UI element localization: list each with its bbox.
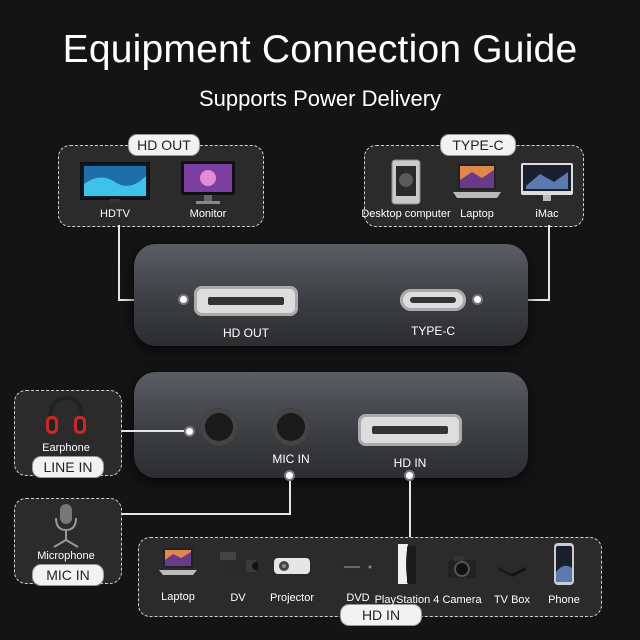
hd-in-laptop-label: Laptop	[161, 591, 195, 603]
camera-device: Camera	[442, 552, 482, 606]
hd-in-port-label: HD IN	[393, 456, 427, 470]
line-in-jack[interactable]	[200, 408, 238, 446]
tv-box-label: TV Box	[493, 594, 531, 606]
laptop-device-top: Laptop	[452, 162, 502, 222]
microphone-icon	[53, 504, 79, 548]
line-in-tag: LINE IN	[32, 456, 104, 478]
monitor-label: Monitor	[189, 208, 227, 220]
projector-icon	[274, 558, 310, 574]
dvd-player-icon	[339, 563, 377, 572]
phone-device: Phone	[548, 542, 580, 606]
dvd-device: DVD	[338, 560, 378, 606]
mic-in-jack[interactable]	[272, 408, 310, 446]
line-in-connector-dot	[184, 426, 195, 437]
mic-in-tag: MIC IN	[32, 564, 104, 586]
hd-in-connector-dot	[404, 470, 415, 481]
desktop-computer-icon	[391, 159, 421, 205]
hd-out-connector-dot	[178, 294, 189, 305]
page-subtitle: Supports Power Delivery	[198, 86, 442, 111]
phone-icon	[554, 543, 574, 585]
hdtv-device: HDTV	[80, 162, 150, 222]
playstation-icon	[398, 544, 416, 584]
camcorder-icon	[220, 552, 258, 574]
laptop-icon	[159, 548, 197, 575]
adapter-top-side: HD OUT TYPE-C	[134, 244, 528, 346]
hdtv-icon	[80, 162, 150, 203]
hd-out-port[interactable]	[194, 286, 298, 316]
dvd-label: DVD	[346, 592, 370, 604]
hd-out-port-label: HD OUT	[223, 326, 269, 340]
projector-label: Projector	[269, 592, 315, 604]
microphone-label: Microphone	[37, 550, 95, 562]
hd-in-tag: HD IN	[340, 604, 422, 626]
typec-connector-vertical	[548, 225, 550, 301]
microphone-device: Microphone	[37, 502, 95, 562]
mic-in-port-label: MIC IN	[272, 452, 310, 466]
imac-label: iMac	[535, 208, 559, 220]
desktop-computer-device: Desktop computer	[361, 158, 451, 222]
adapter-bottom-side: MIC IN HD IN	[134, 372, 528, 478]
desktop-computer-label: Desktop computer	[361, 208, 451, 220]
hd-in-panel	[138, 537, 602, 617]
tv-box-icon	[498, 560, 526, 577]
monitor-icon	[181, 161, 235, 204]
typec-port[interactable]	[400, 289, 466, 311]
playstation-device: PlayStation 4	[375, 542, 439, 606]
imac-device: iMac	[520, 162, 574, 222]
dv-device: DV	[218, 548, 258, 606]
phone-label: Phone	[548, 594, 580, 606]
projector-device: Projector	[270, 552, 314, 606]
hdtv-label: HDTV	[100, 208, 130, 220]
typec-connector-dot	[472, 294, 483, 305]
earphone-label: Earphone	[42, 442, 90, 454]
camera-icon	[448, 556, 476, 578]
mic-in-connector-horizontal	[122, 513, 291, 515]
hd-in-port[interactable]	[358, 414, 462, 446]
tv-box-device: TV Box	[494, 558, 530, 606]
hd-in-laptop-device: Laptop	[158, 546, 198, 604]
typec-port-label: TYPE-C	[410, 324, 455, 338]
monitor-device: Monitor	[180, 160, 236, 222]
mic-in-connector-vertical	[289, 481, 291, 515]
mic-in-connector-dot	[284, 470, 295, 481]
earphone-device: Earphone	[42, 394, 90, 454]
dv-label: DV	[230, 592, 246, 604]
hd-in-connector	[409, 481, 411, 537]
laptop-icon	[453, 164, 501, 198]
playstation-label: PlayStation 4	[374, 594, 440, 606]
headphone-icon	[46, 395, 86, 434]
typec-tag: TYPE-C	[440, 134, 516, 156]
hd-out-tag: HD OUT	[128, 134, 200, 156]
imac-icon	[521, 163, 573, 201]
page-title: Equipment Connection Guide	[62, 28, 578, 71]
line-in-connector	[122, 430, 184, 432]
laptop-label-top: Laptop	[460, 208, 494, 220]
hd-out-connector-vertical	[118, 225, 120, 301]
camera-label: Camera	[442, 594, 482, 606]
